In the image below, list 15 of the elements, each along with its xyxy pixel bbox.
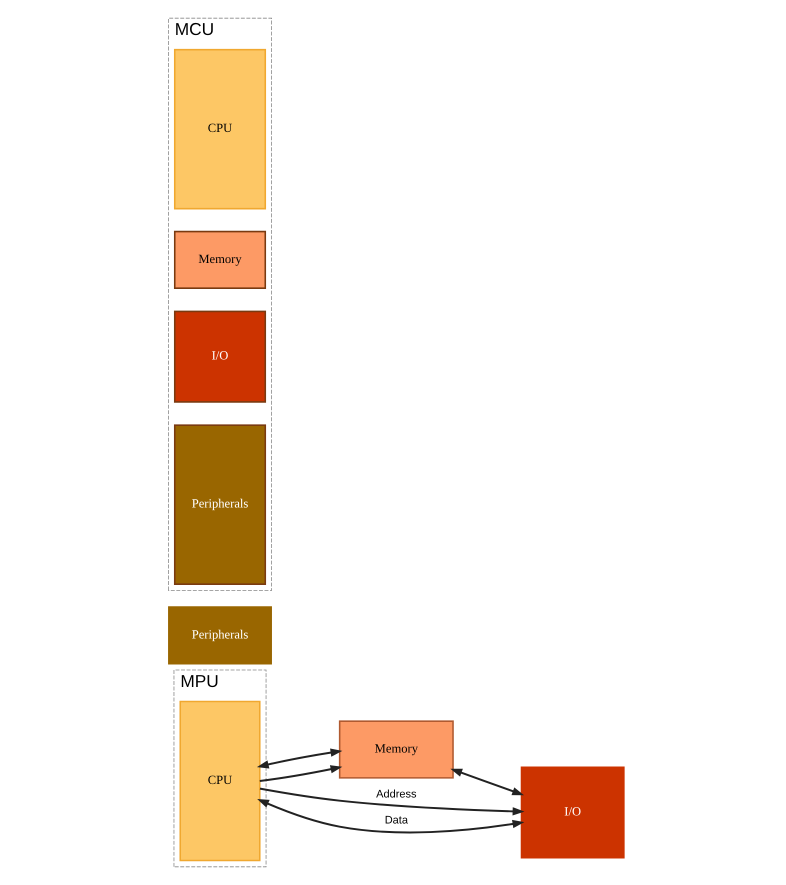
node-box: Peripherals — [168, 606, 272, 664]
node-box: CPU — [179, 700, 261, 862]
arrow — [450, 768, 524, 796]
node-box: I/O — [520, 766, 625, 859]
edge-label: Address — [376, 788, 417, 801]
arrow — [260, 765, 342, 782]
node-box: I/O — [174, 310, 266, 403]
arrow — [260, 788, 524, 816]
arrow — [256, 748, 342, 768]
node-box: Memory — [174, 230, 266, 289]
node-box: Peripherals — [174, 424, 266, 585]
node-box: Memory — [338, 720, 454, 779]
edge-label: Data — [384, 814, 408, 827]
arrow — [257, 799, 524, 834]
node-box: CPU — [174, 48, 266, 210]
